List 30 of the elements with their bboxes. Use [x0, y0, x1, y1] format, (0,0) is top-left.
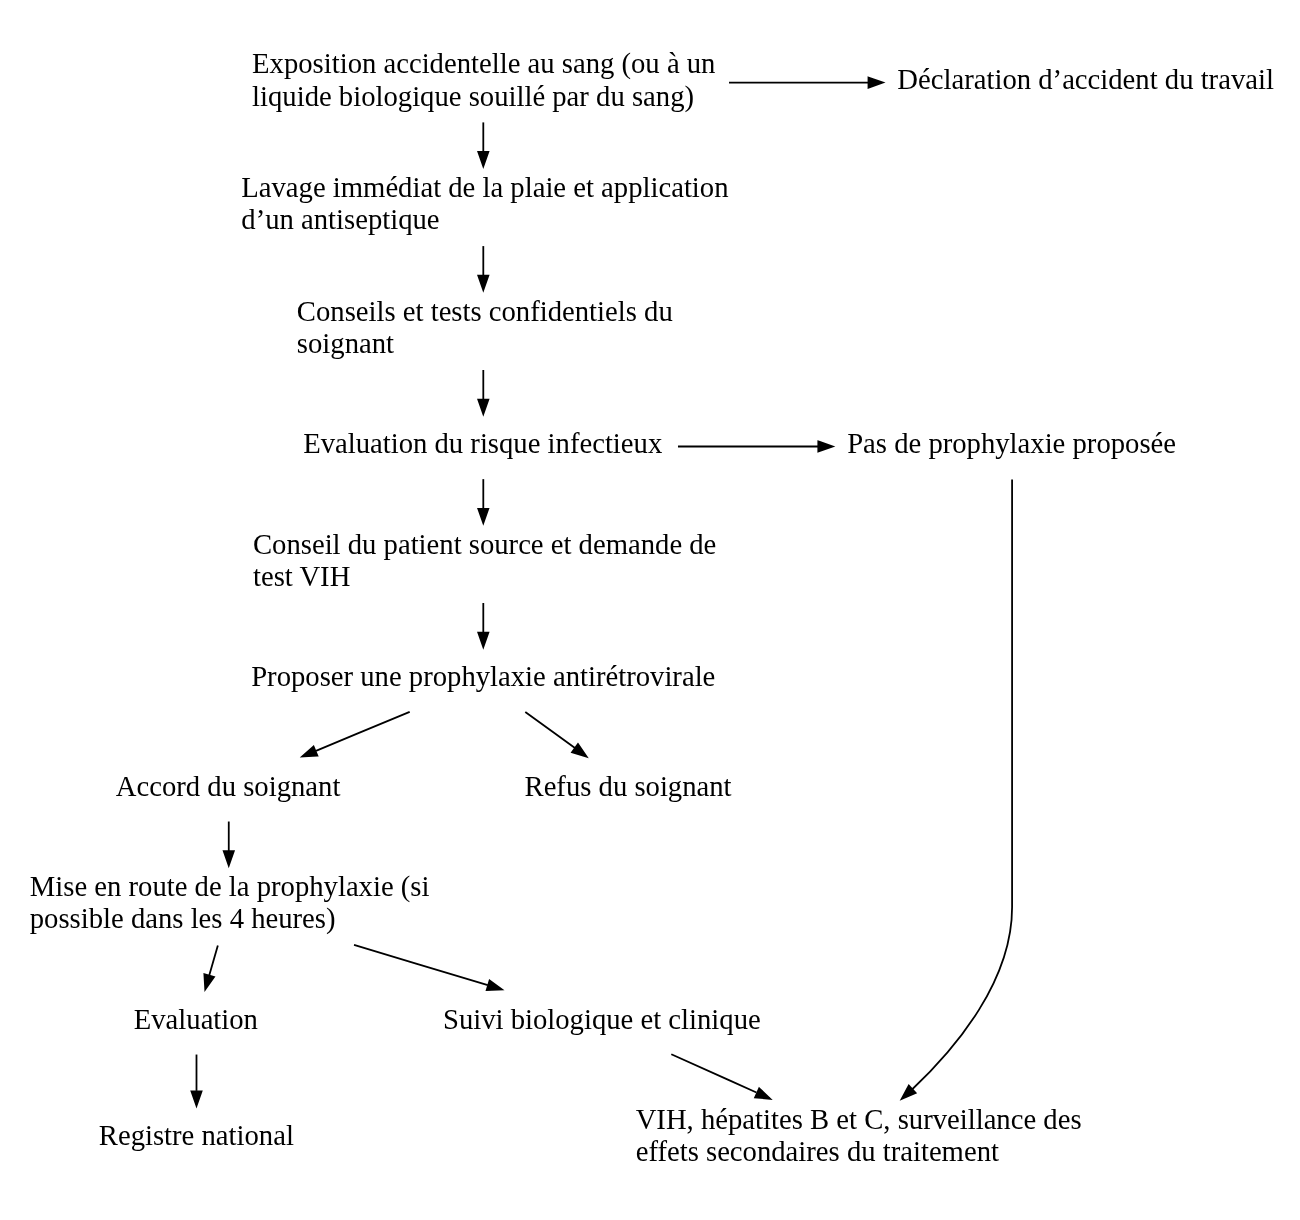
node-text: Mise en route de la prophylaxie (si possible dans les 4 heures) — [29, 869, 430, 934]
node-text: Evaluation — [133, 1002, 258, 1035]
node-text: Lavage immédiat de la plaie et application d’un antiseptique — [241, 170, 729, 235]
arrow — [477, 477, 490, 526]
node-text: Suivi biologique et clinique — [442, 1002, 761, 1035]
arrow — [299, 710, 411, 758]
arrow — [677, 439, 836, 453]
arrow — [477, 601, 490, 650]
node-text: VIH, hépatites B et C, surveillance des effets secondaires du traitement — [635, 1102, 1082, 1167]
arrow — [728, 75, 886, 89]
arrow — [190, 1053, 203, 1108]
node-text: Pas de prophylaxie proposée — [847, 426, 1177, 459]
arrow — [670, 1052, 773, 1100]
node-text: Refus du soignant — [524, 769, 732, 802]
arrow — [353, 943, 505, 991]
node-text: Conseils et tests confidentiels du soignant — [296, 294, 673, 359]
node-text: Conseil du patient source et demande de test VIH — [252, 527, 717, 592]
arrow — [477, 244, 490, 293]
node-text: Evaluation du risque infectieux — [303, 426, 663, 459]
arrow — [203, 944, 219, 992]
node-text: Déclaration d’accident du travail — [897, 62, 1274, 95]
arrow — [899, 478, 1013, 1101]
node-text: Registre national — [98, 1118, 294, 1151]
arrow — [222, 820, 236, 868]
arrow — [477, 368, 490, 417]
node-text: Accord du soignant — [115, 769, 341, 802]
arrow — [524, 710, 589, 758]
node-text: Exposition accidentelle au sang (ou à un liquide biologique souillé par du sang) — [252, 46, 716, 112]
arrow — [477, 121, 490, 169]
node-text: Proposer une prophylaxie antirétrovirale — [251, 659, 716, 692]
